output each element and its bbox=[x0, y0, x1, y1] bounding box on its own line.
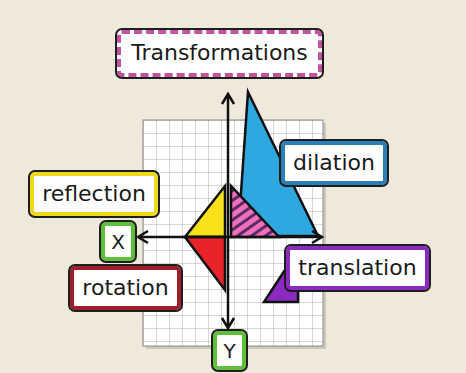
axis-arrowhead bbox=[138, 231, 148, 243]
y-axis bbox=[227, 96, 230, 326]
label-text: Transformations bbox=[131, 41, 308, 65]
x-axis bbox=[140, 236, 320, 239]
label-card: translation bbox=[286, 246, 429, 290]
label-text: translation bbox=[298, 256, 416, 280]
axis-arrowhead bbox=[312, 231, 322, 243]
label-text: Y bbox=[223, 340, 235, 362]
label-text: reflection bbox=[42, 182, 146, 206]
axis-arrowhead bbox=[222, 318, 234, 328]
label-text: X bbox=[111, 231, 125, 253]
axis-arrowhead bbox=[222, 94, 234, 104]
reflected-triangle bbox=[185, 186, 225, 237]
axis-card: X bbox=[101, 222, 135, 261]
title-card: Transformations bbox=[117, 30, 322, 77]
label-text: dilation bbox=[293, 151, 375, 175]
label-card: rotation bbox=[70, 266, 181, 310]
label-text: rotation bbox=[82, 276, 168, 300]
label-card: dilation bbox=[281, 141, 387, 185]
rotated-triangle bbox=[185, 237, 225, 290]
original-triangle bbox=[231, 186, 279, 237]
axis-card: Y bbox=[213, 331, 246, 370]
label-card: reflection bbox=[30, 172, 158, 216]
